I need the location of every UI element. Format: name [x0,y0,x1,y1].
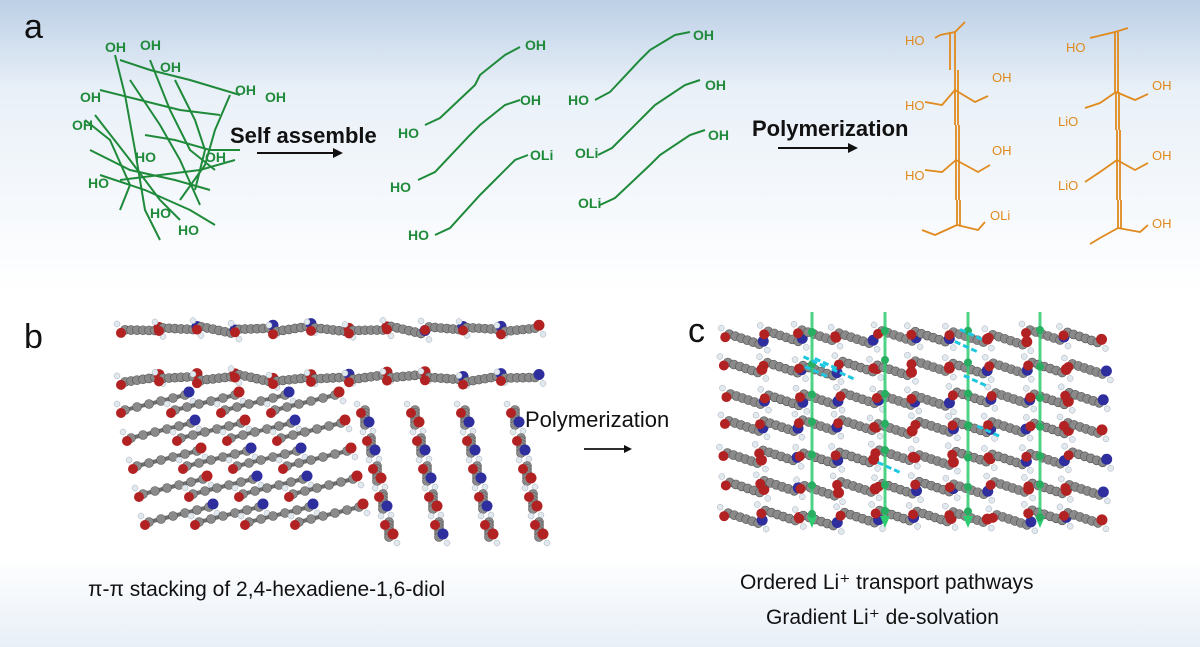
ho-label: HO [1066,40,1086,55]
oli-label: OLi [530,147,553,163]
arrow-self-assemble [257,148,343,158]
oh-label: OH [80,89,101,105]
panel-letter-c: c [688,312,705,350]
oh-label: OH [693,27,714,43]
oh-label: OH [705,77,726,93]
ho-label: HO [408,227,429,243]
assembled-monomer-labels: OH OH OLi HO HO HO OH OH OH HO OLi OLi [390,27,729,243]
polymer-chain-2 [1084,27,1149,245]
oh-label: OH [1152,78,1172,93]
oh-label: OH [992,143,1012,158]
lio-label: LiO [1058,114,1078,129]
caption-ordered-pathways: Ordered Li⁺ transport pathways [740,571,1034,594]
oh-label: OH [235,82,256,98]
oh-label: OH [265,89,286,105]
ho-label: HO [905,33,925,48]
self-assemble-label: Self assemble [230,123,377,148]
caption-gradient-desolvation: Gradient Li⁺ de-solvation [766,606,999,629]
oh-label: OH [520,92,541,108]
arrow-polymerization-b [584,445,632,453]
ho-label: HO [135,149,156,165]
li-transport-paths [802,312,1045,528]
ho-label: HO [905,168,925,183]
oh-label: OH [205,149,226,165]
monomer-cluster [84,54,241,241]
oh-label: OH [105,39,126,55]
oli-label: OLi [990,208,1010,223]
ho-label: HO [905,98,925,113]
polymer-chain-2-labels: HO OH LiO OH LiO OH [1058,40,1172,231]
oh-label: OH [140,37,161,53]
oh-label: OH [992,70,1012,85]
polymer-chain-1-labels: HO HO OH HO OH OLi [905,33,1012,223]
arrow-polymerization-a [778,143,858,153]
oh-label: OH [1152,148,1172,163]
polymer-model [716,320,1114,535]
polymer-chain-1 [921,21,991,236]
ho-label: HO [398,125,419,141]
oh-label: OH [1152,216,1172,231]
oli-label: OLi [578,195,601,211]
lio-label: LiO [1058,178,1078,193]
ho-label: HO [88,175,109,191]
oh-label: OH [525,37,546,53]
monomer-cluster-labels: OH OH OH OH OH OH OH HO OH HO HO HO [72,37,286,238]
ho-label: HO [390,179,411,195]
caption-pi-stacking: π-π stacking of 2,4-hexadiene-1,6-diol [88,578,445,601]
pi-stacking-model [113,317,551,547]
panel-letter-b: b [24,318,43,356]
oh-label: OH [708,127,729,143]
ho-label: HO [150,205,171,221]
panel-letter-a: a [24,8,43,46]
oli-label: OLi [575,145,598,161]
oh-label: OH [160,59,181,75]
ho-label: HO [568,92,589,108]
polymerization-label-b: Polymerization [525,407,669,432]
assembled-monomers [417,31,706,236]
ho-label: HO [178,222,199,238]
oh-label: OH [72,117,93,133]
polymerization-label-a: Polymerization [752,116,908,141]
